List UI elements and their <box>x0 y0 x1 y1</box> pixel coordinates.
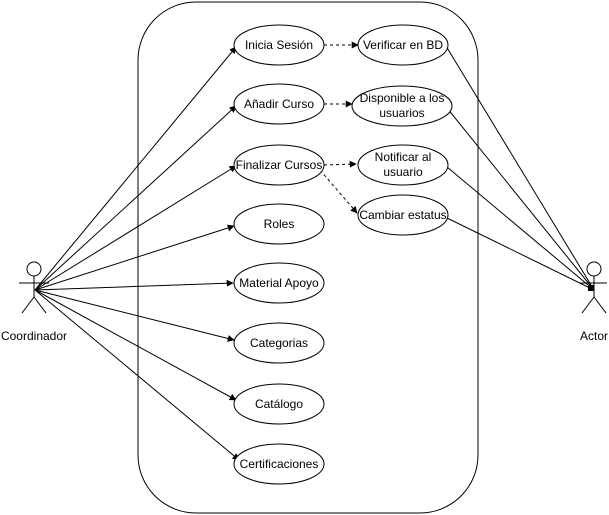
use-case-material-apoyo[interactable]: Material Apoyo <box>233 262 325 304</box>
assoc-anadir-curso <box>34 105 237 291</box>
use-case-label: Certificaciones <box>240 457 319 471</box>
use-case-label: Cambiar estatus <box>359 208 446 222</box>
use-case-label-line2: usuario <box>383 165 423 179</box>
use-case-anadir-curso[interactable]: Añadir Curso <box>233 83 325 125</box>
assoc-roles <box>34 224 235 291</box>
assoc-catalogo <box>34 289 237 401</box>
actor-coordinador[interactable]: Coordinador <box>1 261 67 343</box>
use-case-catalogo[interactable]: Catálogo <box>233 383 325 425</box>
actor-connector <box>588 285 594 291</box>
assoc-cambiar-actor <box>446 217 595 291</box>
actor-associations <box>445 45 595 291</box>
use-case-label: Inicia Sesión <box>245 38 313 52</box>
assoc-finalizar-cursos <box>34 165 237 291</box>
assoc-inicia-sesion <box>34 46 237 291</box>
use-case-finalizar-cursos[interactable]: Finalizar Cursos <box>233 144 325 186</box>
assoc-material-apoyo <box>34 279 234 291</box>
use-case-label: Roles <box>264 217 295 231</box>
use-case-categorias[interactable]: Categorias <box>233 322 325 364</box>
use-case-disponible[interactable]: Disponible a los usuarios <box>351 85 453 127</box>
use-case-label: Finalizar Cursos <box>236 158 323 172</box>
assoc-certificaciones <box>34 289 240 461</box>
system-boundary <box>137 1 479 514</box>
assoc-verificar-actor <box>445 45 595 291</box>
actor-head <box>26 261 42 277</box>
use-case-label: Verificar en BD <box>363 38 443 52</box>
assoc-categorias <box>34 289 235 342</box>
use-case-label-line2: usuarios <box>379 106 424 120</box>
use-case-label: Categorias <box>250 336 308 350</box>
use-case-inicia-sesion[interactable]: Inicia Sesión <box>233 24 325 66</box>
use-case-roles[interactable]: Roles <box>233 203 325 245</box>
assoc-notificar-actor <box>446 166 595 291</box>
use-case-label: Material Apoyo <box>239 276 319 290</box>
dep-finalizar-notificar <box>323 160 357 168</box>
use-case-label-line1: Notificar al <box>375 150 432 164</box>
actor-actor[interactable]: Actor <box>579 261 608 343</box>
use-case-cambiar-estatus[interactable]: Cambiar estatus <box>357 194 449 236</box>
actor-label: Actor <box>580 329 608 343</box>
assoc-disponible-actor <box>446 107 595 291</box>
use-case-certificaciones[interactable]: Certificaciones <box>233 443 325 485</box>
use-case-verificar-bd[interactable]: Verificar en BD <box>357 24 449 66</box>
use-case-label: Añadir Curso <box>244 97 314 111</box>
actor-head <box>586 261 602 277</box>
coordinador-associations <box>34 46 240 461</box>
dep-finalizar-cambiar <box>319 169 358 214</box>
use-case-notificar[interactable]: Notificar al usuario <box>357 144 449 186</box>
use-case-label: Catálogo <box>255 397 303 411</box>
use-case-label-line1: Disponible a los <box>360 91 445 105</box>
dependencies <box>319 41 359 214</box>
actor-label: Coordinador <box>1 329 67 343</box>
